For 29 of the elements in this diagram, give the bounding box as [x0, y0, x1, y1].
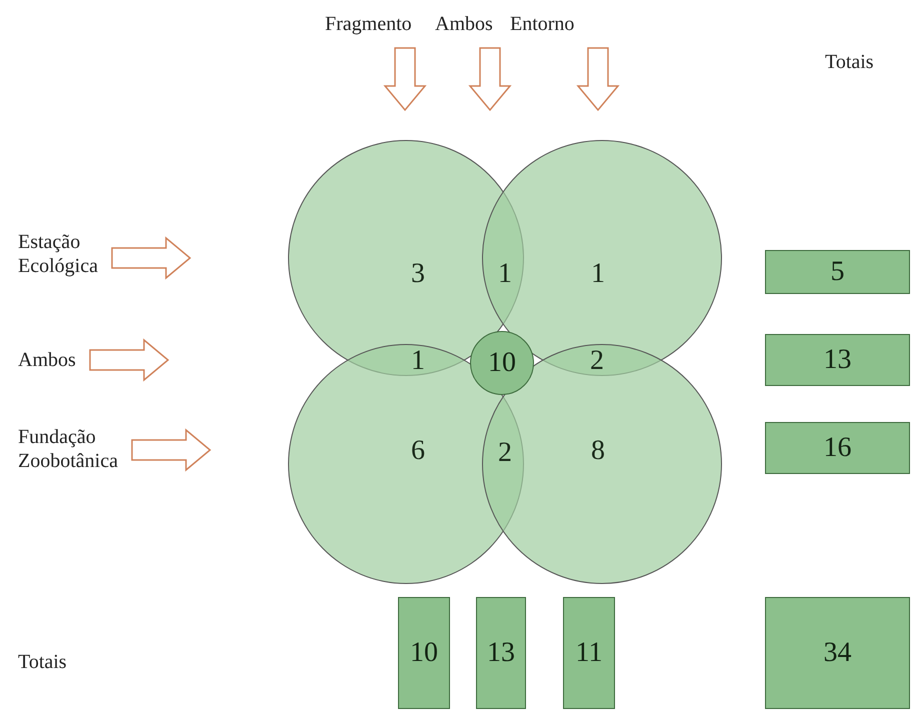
heading-text: Ambos — [435, 12, 493, 36]
row-heading: Totais — [18, 650, 67, 674]
count-number: 1 — [590, 258, 606, 290]
block-arrow — [111, 236, 192, 280]
block-arrow — [468, 47, 512, 112]
heading-text: Estação Ecológica — [18, 230, 98, 278]
column-heading: Totais — [825, 50, 874, 74]
total-bar: 13 — [476, 597, 526, 709]
count-number: 2 — [497, 437, 513, 469]
count-number: 1 — [497, 258, 513, 290]
total-bar: 16 — [765, 422, 910, 474]
total-bar: 10 — [398, 597, 450, 709]
count-number: 6 — [410, 435, 426, 467]
total-bar: 5 — [765, 250, 910, 294]
count-number: 8 — [590, 435, 606, 467]
heading-text: Fragmento — [325, 12, 412, 36]
heading-text: Ambos — [18, 348, 76, 372]
total-bar: 13 — [765, 334, 910, 386]
total-bar: 11 — [563, 597, 615, 709]
heading-text: Entorno — [510, 12, 574, 36]
count-number: 2 — [589, 345, 605, 377]
count-number: 3 — [410, 258, 426, 290]
count-number: 1 — [410, 345, 426, 377]
total-bar: 34 — [765, 597, 910, 709]
block-arrow — [383, 47, 427, 112]
heading-text: Fundação Zoobotânica — [18, 425, 118, 473]
block-arrow — [89, 338, 170, 382]
block-arrow — [131, 428, 212, 472]
block-arrow — [576, 47, 620, 112]
